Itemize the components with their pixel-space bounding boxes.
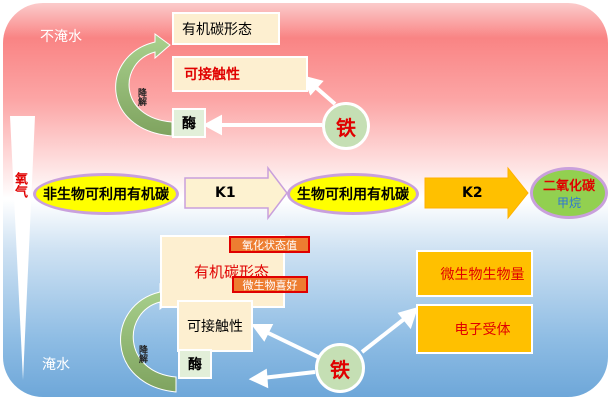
products-circle: 二氧化碳 甲烷 (530, 167, 608, 219)
arrow-iron-access-bottom (261, 328, 319, 359)
microbial-biomass-box: 微生物生物量 (416, 250, 533, 297)
electron-acceptor-box: 电子受体 (416, 304, 533, 354)
non-flooded-panel (3, 3, 608, 198)
methane-label: 甲烷 (556, 196, 581, 210)
flooded-label: 淹水 (42, 357, 70, 373)
bioavailable-carbon: 生物可利用有机碳 (287, 173, 419, 215)
microbe-preference-tag: 微生物喜好 (232, 276, 308, 293)
accessibility-box-top: 可接触性 (172, 56, 308, 92)
k2-label: K2 (462, 185, 483, 201)
carbon-form-box-top: 有机碳形态 (172, 12, 280, 45)
arrow-iron-acceptor (360, 314, 410, 354)
degradation-label-bottom: 降解 (137, 345, 147, 363)
iron-circle-bottom: 铁 (315, 343, 365, 393)
arrow-iron-enzyme-bottom (261, 370, 316, 380)
co2-label: 二氧化碳 (542, 179, 595, 194)
non-flooded-label: 不淹水 (40, 29, 82, 45)
oxygen-label: 氧气 (12, 172, 27, 198)
k2-arrow (424, 166, 529, 220)
flooded-panel (3, 200, 608, 397)
k1-label: K1 (215, 185, 236, 201)
oxygen-gradient-wedge (10, 116, 35, 380)
oxidation-state-tag: 氧化状态值 (229, 236, 310, 253)
degradation-label-top: 降解 (136, 88, 146, 106)
enzyme-box-top: 酶 (172, 108, 206, 138)
k1-arrow (184, 165, 288, 221)
non-bioavailable-carbon: 非生物可利用有机碳 (33, 173, 179, 215)
accessibility-box-bottom: 可接触性 (177, 300, 253, 352)
iron-circle-top: 铁 (322, 102, 370, 150)
degradation-arrow-top (115, 33, 173, 137)
enzyme-box-bottom: 酶 (178, 349, 212, 379)
